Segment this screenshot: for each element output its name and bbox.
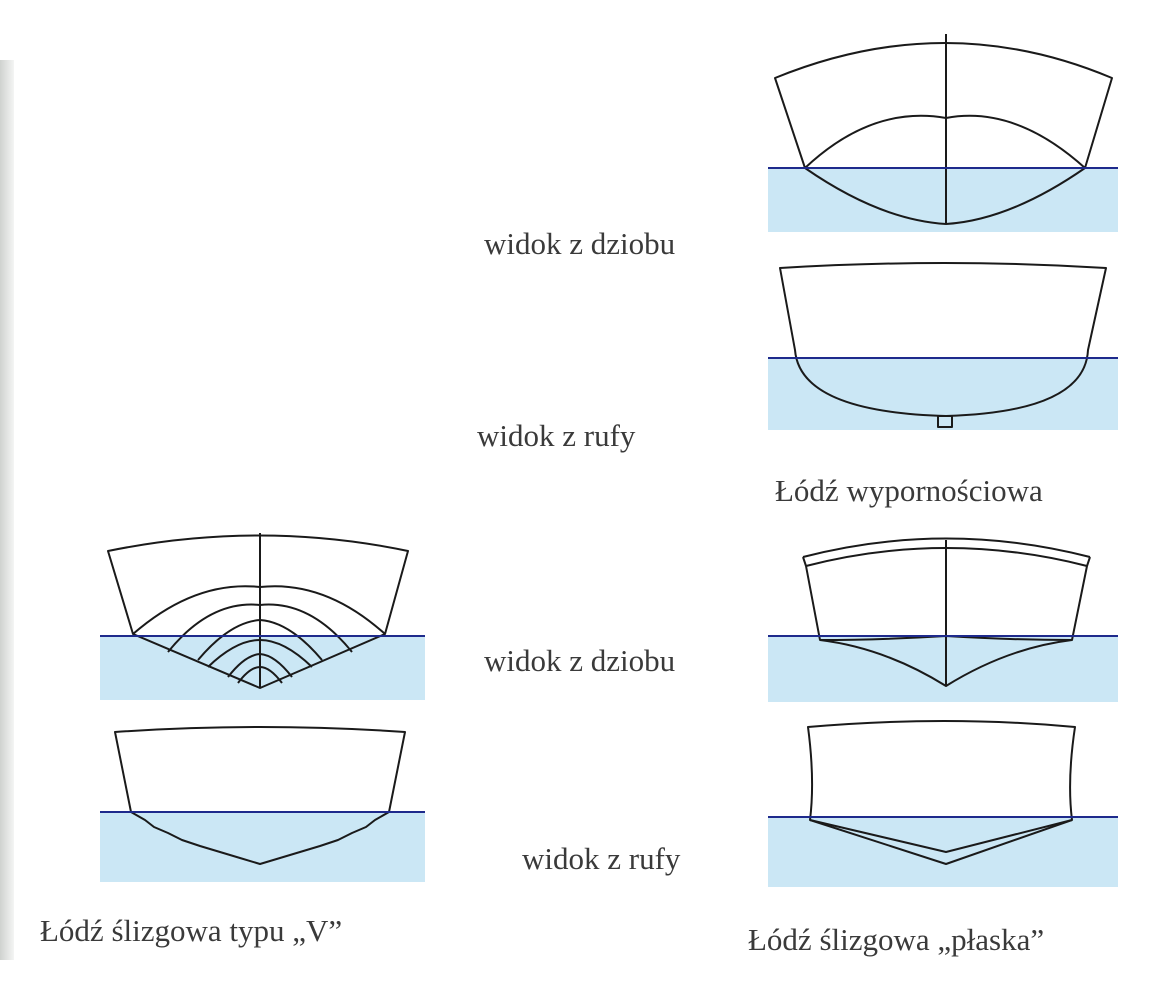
spray-rail-1-inner xyxy=(167,603,353,653)
water-area xyxy=(768,358,1118,430)
spray-rail-2-inner xyxy=(207,639,313,668)
hull-outline xyxy=(774,42,1113,225)
v-planing-bow-view xyxy=(100,533,425,700)
scan-left-edge xyxy=(0,60,14,960)
v-planing-caption: Łódź ślizgowa typu „V” xyxy=(40,913,343,948)
displacement-stern-view xyxy=(768,262,1118,430)
flat-planing-bow-view xyxy=(768,537,1118,702)
keel-skeg xyxy=(937,415,953,428)
flat-bow-label: widok z dziobu xyxy=(484,643,676,678)
hull-outline xyxy=(779,262,1107,417)
hull-outline xyxy=(107,534,409,689)
water-area xyxy=(768,636,1118,702)
spray-rail-3-inner xyxy=(237,666,283,684)
water-area xyxy=(768,168,1118,232)
flat-planing-stern-view xyxy=(768,720,1118,887)
spray-rail-2 xyxy=(197,619,323,661)
flat-stern-label: widok z rufy xyxy=(522,841,681,876)
spray-rail-1 xyxy=(132,585,386,635)
flat-planing-caption: Łódź ślizgowa „płaska” xyxy=(748,922,1045,957)
spray-rail-3 xyxy=(227,653,293,678)
chine-line xyxy=(809,819,1073,853)
displacement-stern-label: widok z rufy xyxy=(477,418,636,453)
v-planing-stern-view xyxy=(100,726,425,882)
displacement-bow-label: widok z dziobu xyxy=(484,226,676,261)
displacement-bow-view xyxy=(768,34,1118,232)
displacement-caption: Łódź wypornościowa xyxy=(775,473,1043,508)
hull-outline xyxy=(114,726,406,865)
deck-rail-outer xyxy=(802,537,1091,558)
hull-outline xyxy=(807,720,1076,865)
